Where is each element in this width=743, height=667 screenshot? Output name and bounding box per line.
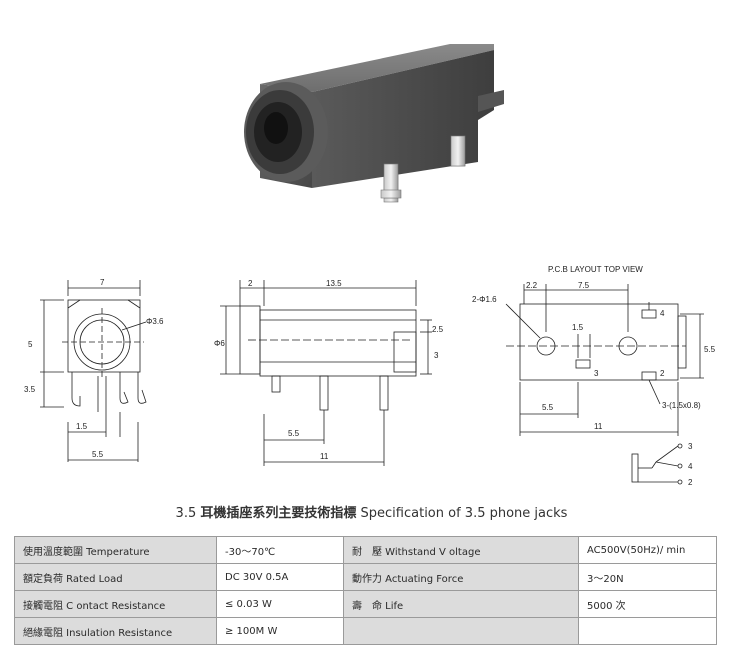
dim-7-5: 7.5 [578, 281, 590, 290]
title-number: 3.5 [175, 506, 197, 521]
title-chinese: 耳機插座系列主要技術指標 [200, 506, 357, 521]
spec-table: 使用溫度範圍 Temperature -30～70℃ 耐 壓 Withstand… [14, 536, 717, 645]
spec-title: 3.5 耳機插座系列主要技術指標 Specification of 3.5 ph… [0, 502, 743, 521]
table-row: 額定負荷 Rated Load DC 30V 0.5A 動作力 Actuatin… [14, 563, 717, 591]
empty-value-cell [578, 617, 717, 645]
rated-load-label: 額定負荷 Rated Load [14, 563, 217, 591]
base-width-label: 5.5 [92, 450, 104, 459]
top-view-label: TOP VIEW [604, 265, 643, 274]
diameter-label: Φ3.6 [146, 317, 164, 326]
pin-4-label: 4 [660, 309, 665, 318]
pin-height-label: 3.5 [24, 385, 36, 394]
front-view-drawing: 7 Φ3.6 5 3.5 1.5 5.5 [24, 278, 164, 462]
table-row: 絕緣電阻 Insulation Resistance ≥ 100M W [14, 617, 717, 645]
life-value: 5000 次 [578, 590, 717, 618]
schematic-pin-2: 2 [688, 478, 693, 487]
title-english: Specification of 3.5 phone jacks [360, 506, 568, 521]
pcb-layout-drawing: P.C.B LAYOUT TOP VIEW 2-Φ1.6 2.2 7.5 1.5… [472, 265, 716, 436]
width-label: 7 [100, 278, 105, 287]
product-photo [244, 44, 504, 203]
empty-label-cell [343, 617, 579, 645]
pin-3-label: 3 [594, 369, 599, 378]
actuating-force-value: 3～20N [578, 563, 717, 591]
rated-load-value: DC 30V 0.5A [216, 563, 344, 591]
side-view-drawing: 2 13.5 Φ6 2.5 3 5.5 11 [214, 279, 444, 466]
contact-resistance-value: ≤ 0.03 W [216, 590, 344, 618]
hole-label: 2-Φ1.6 [472, 295, 497, 304]
pin-pitch-label: 1.5 [76, 422, 88, 431]
switch-schematic: 3 4 2 [631, 442, 693, 487]
diameter-label: Φ6 [214, 339, 225, 348]
dim-5-5-bottom: 5.5 [542, 403, 554, 412]
contact-resistance-label: 接觸電阻 C ontact Resistance [14, 590, 217, 618]
actuating-force-label: 動作力 Actuating Force [343, 563, 579, 591]
length-label: 13.5 [326, 279, 342, 288]
slot-label: 3-(1.5x0.8) [662, 401, 701, 410]
dim-2-2: 2.2 [526, 281, 538, 290]
dim-5-5-right: 5.5 [704, 345, 716, 354]
dim-11: 11 [594, 422, 603, 431]
withstand-voltage-label: 耐 壓 Withstand V oltage [343, 536, 579, 564]
insulation-resistance-label: 絕緣電阻 Insulation Resistance [14, 617, 217, 645]
height-label: 5 [28, 340, 33, 349]
temperature-value: -30～70℃ [216, 536, 344, 564]
withstand-voltage-value: AC500V(50Hz)/ min [578, 536, 717, 564]
insulation-resistance-value: ≥ 100M W [216, 617, 344, 645]
schematic-pin-4: 4 [688, 462, 693, 471]
temperature-label: 使用溫度範圍 Temperature [14, 536, 217, 564]
table-row: 接觸電阻 C ontact Resistance ≤ 0.03 W 壽 命 Li… [14, 590, 717, 618]
dim-1-5: 1.5 [572, 323, 584, 332]
right-top-label: 2.5 [432, 325, 444, 334]
life-label: 壽 命 Life [343, 590, 579, 618]
total-pin-label: 11 [320, 452, 329, 461]
table-row: 使用溫度範圍 Temperature -30～70℃ 耐 壓 Withstand… [14, 536, 717, 564]
pin-offset-label: 5.5 [288, 429, 300, 438]
pcb-layout-label: P.C.B LAYOUT [548, 265, 602, 274]
pin-2-label: 2 [660, 369, 665, 378]
schematic-pin-3: 3 [688, 442, 693, 451]
front-label: 2 [248, 279, 253, 288]
right-bottom-label: 3 [434, 351, 439, 360]
